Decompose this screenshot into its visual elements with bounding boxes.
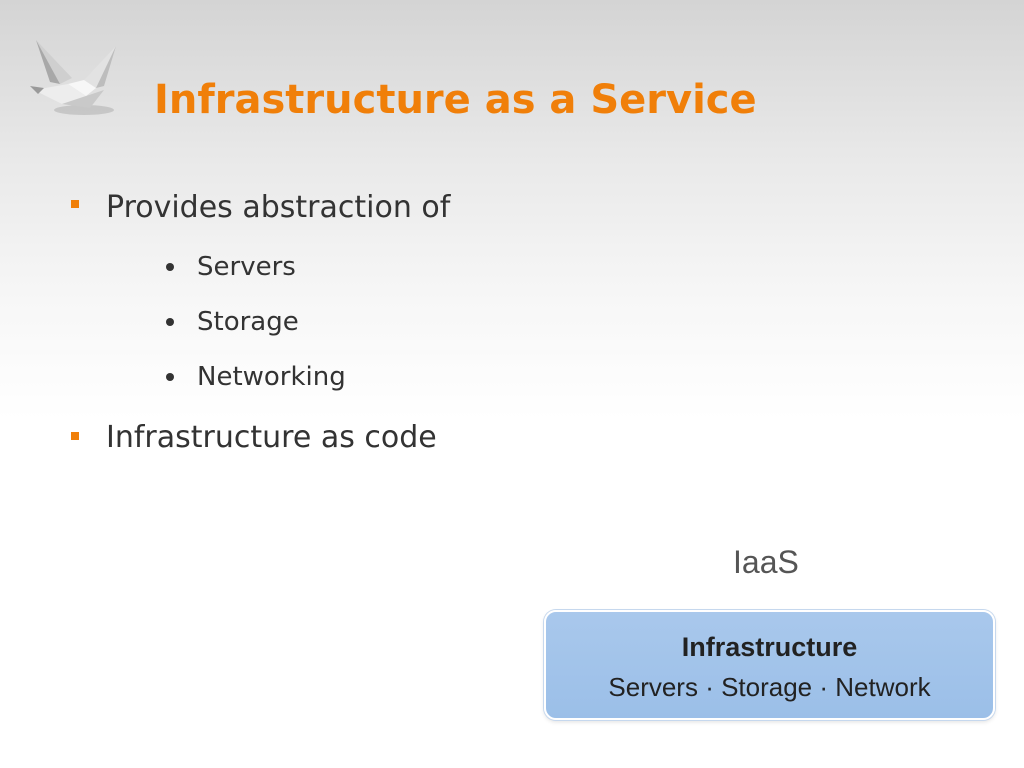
sub-bullet-item: Networking (197, 362, 346, 392)
iaas-label: IaaS (733, 544, 799, 580)
bullet-item: Provides abstraction of (106, 190, 451, 225)
infrastructure-box: Infrastructure Servers · Storage · Netwo… (544, 610, 995, 720)
round-bullet-icon (166, 263, 174, 271)
infrastructure-title: Infrastructure (681, 632, 858, 662)
slide-title: Infrastructure as a Service (154, 77, 757, 123)
sub-bullet-item: Servers (197, 252, 296, 282)
round-bullet-icon (166, 318, 174, 326)
sub-bullet-item: Storage (197, 307, 299, 337)
bullet-item: Infrastructure as code (106, 420, 437, 455)
square-bullet-icon (71, 432, 79, 440)
infrastructure-subtitle: Servers · Storage · Network (608, 672, 931, 702)
square-bullet-icon (71, 200, 79, 208)
round-bullet-icon (166, 373, 174, 381)
paper-crane-icon (26, 34, 126, 124)
